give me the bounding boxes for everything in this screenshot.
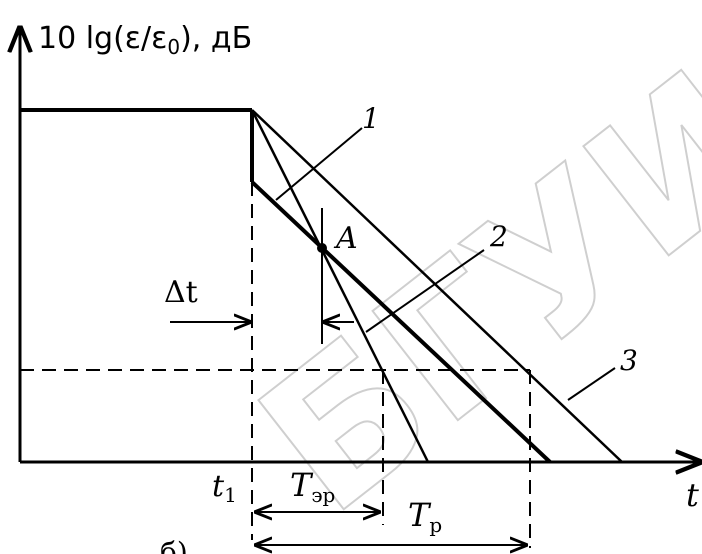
point-a-label: A — [333, 221, 358, 256]
curve-2-leader — [365, 249, 485, 333]
curve-1-leader — [275, 127, 363, 201]
curve-3-leader — [567, 367, 616, 401]
t1-label: t1 — [212, 469, 237, 507]
curve-2-line — [250, 180, 552, 464]
delta-t-label: Δt — [164, 275, 198, 310]
point-a-dot — [317, 243, 327, 253]
y-axis-label: 10 lg(ε/ε0), дБ — [38, 21, 252, 59]
curve-2-label: 2 — [489, 220, 508, 253]
curve-3-label: 3 — [620, 344, 638, 377]
ter-label: Tэр — [290, 466, 335, 507]
dashed-guides — [20, 182, 531, 548]
curve-1-line — [250, 109, 430, 463]
x-axis-label: t — [686, 476, 699, 514]
figure-caption: б) — [160, 536, 188, 554]
tr-label: Tр — [408, 496, 442, 537]
curve-1-label: 1 — [362, 102, 380, 135]
